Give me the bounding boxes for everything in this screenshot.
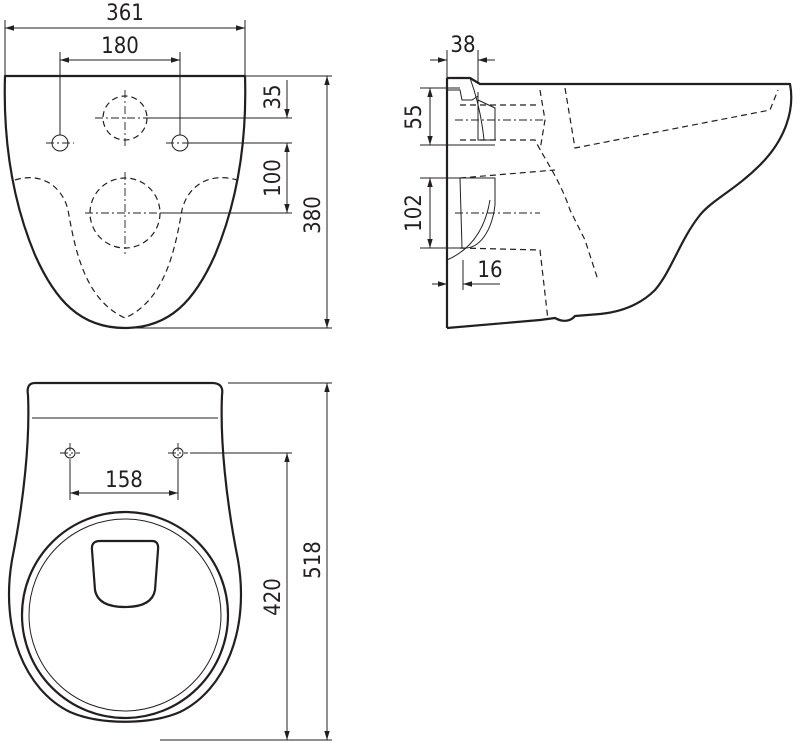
- seat-inner: [28, 518, 222, 712]
- dim-158: 158: [105, 468, 143, 493]
- seat-outer: [20, 510, 230, 720]
- dim-180: 180: [101, 34, 139, 59]
- dim-518: 518: [301, 541, 326, 579]
- dim-35: 35: [261, 84, 286, 109]
- dim-16: 16: [477, 258, 502, 283]
- side-outline: [446, 76, 793, 330]
- dim-380: 380: [301, 196, 326, 234]
- top-view: 158 420 518: [7, 381, 332, 741]
- dim-55: 55: [402, 104, 427, 129]
- front-bowl-hidden: [14, 177, 238, 319]
- front-view: 361 180 35 100 380: [3, 1, 332, 330]
- dim-38: 38: [450, 33, 475, 58]
- dim-361: 361: [106, 1, 144, 26]
- side-view: 38 55 102 16: [402, 33, 793, 330]
- top-outline: [7, 381, 243, 723]
- bowl-opening: [90, 539, 160, 609]
- dim-102: 102: [402, 194, 427, 232]
- dim-420: 420: [261, 578, 286, 616]
- dim-100: 100: [261, 159, 286, 197]
